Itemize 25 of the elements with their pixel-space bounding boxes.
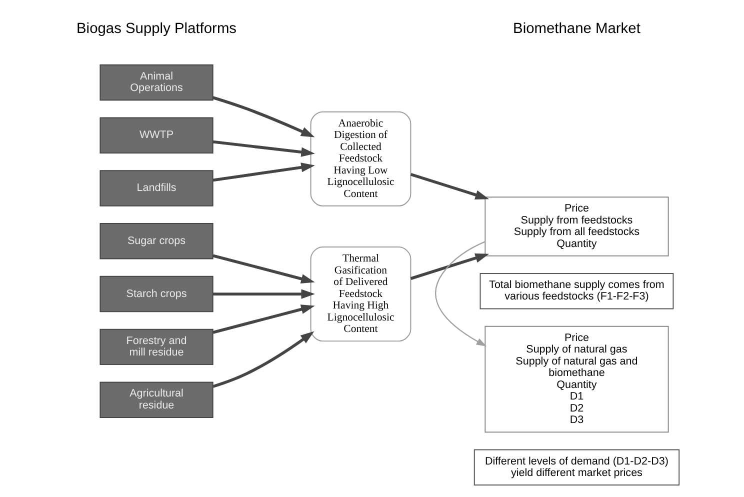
arrow — [410, 253, 489, 280]
node-box: Forestry and mill residue — [99, 328, 213, 366]
node-box: Anaerobic Digestion of Collected Feedstock Having Low Lignocellulosic Content — [310, 111, 411, 206]
label: Biomethane Market — [512, 21, 640, 38]
arrow — [212, 289, 314, 299]
node-box: Total biomethane supply comes from various feedstocks (F1-F2-F3) — [479, 272, 674, 310]
label: Biogas Supply Platforms — [76, 21, 236, 38]
node-box: Starch crops — [99, 276, 213, 312]
arrow — [212, 162, 314, 182]
arrow — [212, 140, 314, 157]
arrow — [212, 254, 314, 284]
node-box: Sugar crops — [99, 223, 213, 260]
node-box: Price Supply from feedstocks Supply from all feedstocks Quantity — [484, 196, 668, 256]
node-box: Agricultural residue — [99, 382, 213, 418]
node-box: Thermal Gasification of Delivered Feedstock Having High Lignocellulosic Content — [310, 246, 411, 342]
node-box: Animal Operations — [99, 64, 213, 101]
node-box: Different levels of demand (D1-D2-D3) yield different market prices — [473, 449, 680, 486]
node-box: Landfills — [99, 170, 213, 206]
arrow — [212, 331, 314, 388]
arrow — [212, 96, 314, 138]
arrow — [434, 241, 486, 346]
arrow — [410, 172, 489, 200]
node-box: Price Supply of natural gas Supply of natural gas and biomethane Quantity D1 D2 D3 — [484, 326, 668, 433]
arrow — [212, 304, 314, 334]
node-box: WWTP — [99, 117, 213, 154]
